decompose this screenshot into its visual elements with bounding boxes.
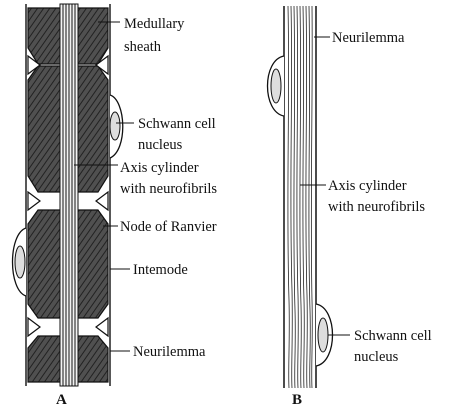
myelinated-fiber-a xyxy=(13,4,123,386)
label-schwann-cell-a-1: Schwann cell xyxy=(138,116,216,132)
label-internode: Intemode xyxy=(133,262,188,278)
axis-cylinder-b xyxy=(288,6,312,388)
label-axis-cylinder-a-1: Axis cylinder xyxy=(120,160,199,176)
label-axis-cylinder-a-2: with neurofibrils xyxy=(120,181,217,197)
label-schwann-cell-b-2: nucleus xyxy=(354,349,399,365)
label-schwann-cell-a-2: nucleus xyxy=(138,137,183,153)
label-medullary-sheath-1: Medullary xyxy=(124,16,185,32)
schwann-cell-a xyxy=(110,95,123,158)
non-myelinated-fiber-b xyxy=(268,6,333,388)
label-axis-cylinder-b-1: Axis cylinder xyxy=(328,178,407,194)
schwann-cell-b-1 xyxy=(268,56,285,116)
caption-b: B xyxy=(292,392,302,408)
label-axis-cylinder-b-2: with neurofibrils xyxy=(328,199,425,215)
schwann-cell-a-2 xyxy=(13,228,27,296)
caption-a: A xyxy=(56,392,67,408)
label-node-of-ranvier: Node of Ranvier xyxy=(120,219,217,235)
label-schwann-cell-b-1: Schwann cell xyxy=(354,328,432,344)
axis-cylinder-a xyxy=(60,4,78,386)
label-medullary-sheath-2: sheath xyxy=(124,39,162,55)
label-neurilemma-a: Neurilemma xyxy=(133,344,206,360)
label-neurilemma-b: Neurilemma xyxy=(332,30,405,46)
